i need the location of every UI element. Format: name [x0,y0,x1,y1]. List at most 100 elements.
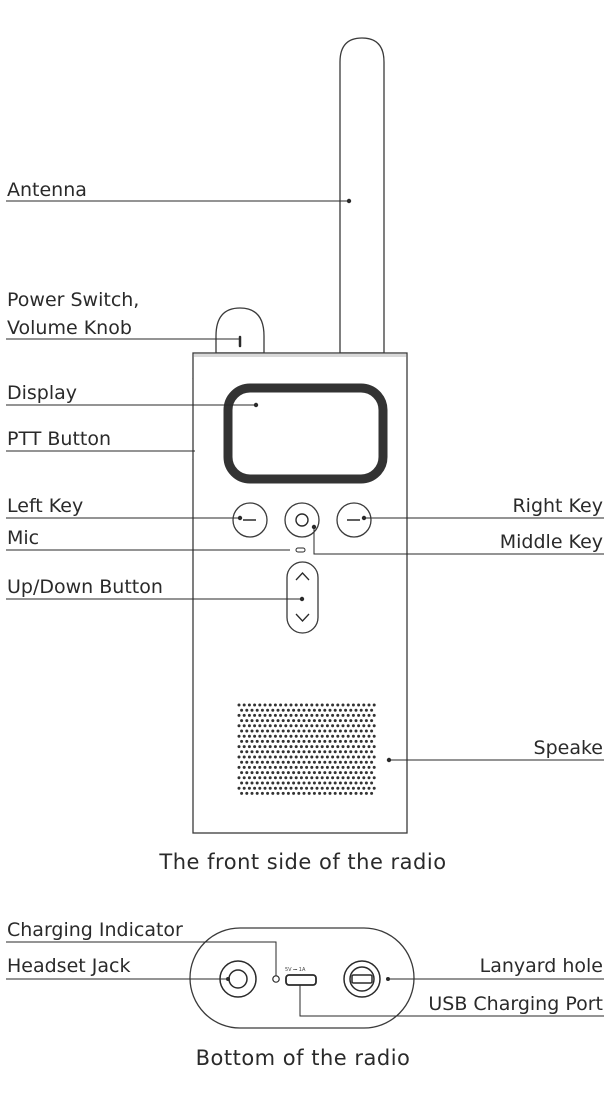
speaker-hole [292,760,296,764]
speaker-hole [328,708,332,712]
speaker-hole [328,750,332,754]
speaker-hole [284,745,288,749]
speaker-hole [338,739,342,743]
speaker-hole [367,755,371,759]
speaker-hole [245,708,249,712]
speaker-hole [346,776,350,780]
speaker-hole [263,776,267,780]
speaker-hole [268,703,272,707]
speaker-hole [250,719,254,723]
speaker-hole [299,755,303,759]
speaker-hole [286,729,290,733]
speaker-hole [307,719,311,723]
speaker-hole [362,703,366,707]
speaker-hole [318,719,322,723]
speaker-hole [325,734,329,738]
speaker-hole [328,791,332,795]
speaker-hole [281,739,285,743]
speaker-hole [276,771,280,775]
middle-key-leader [313,527,604,555]
speaker-hole [281,781,285,785]
speaker-hole [258,745,262,749]
speaker-hole [273,724,277,728]
speaker-hole [325,765,329,769]
speaker-hole [297,771,301,775]
speaker-hole [331,786,335,790]
speaker-hole [258,713,262,717]
speaker-hole [307,771,311,775]
speaker-hole [276,760,280,764]
speaker-hole [307,708,311,712]
speaker-hole [268,755,272,759]
speaker-hole [341,776,345,780]
speaker-hole [331,755,335,759]
speaker-hole [362,755,366,759]
speaker-hole [367,734,371,738]
speaker-hole [284,703,288,707]
speaker-hole [302,750,306,754]
speaker-hole [276,781,280,785]
speaker-hole [237,703,241,707]
speaker-hole [240,719,244,723]
speaker-hole [245,760,249,764]
speaker-hole [372,724,376,728]
speaker-hole [364,781,368,785]
speaker-hole [310,765,314,769]
speaker-hole [307,729,311,733]
speaker-hole [279,713,283,717]
speaker-hole [341,765,345,769]
speaker-hole [273,755,277,759]
label-power-switch-line2: Volume Knob [7,317,132,339]
speaker-hole [328,729,332,733]
speaker-hole [260,781,264,785]
speaker-hole [279,703,283,707]
bottom-leader-lines [6,941,604,1017]
speaker-hole [255,760,259,764]
speaker-hole [237,765,241,769]
speaker-hole [359,771,363,775]
speaker-hole [331,765,335,769]
speaker-hole [268,776,272,780]
speaker-hole [357,734,361,738]
speaker-hole [336,713,340,717]
speaker-hole [328,739,332,743]
speaker-hole [284,724,288,728]
speaker-hole [245,781,249,785]
speaker-hole [271,781,275,785]
speaker-hole [242,765,246,769]
speaker-hole [323,708,327,712]
speaker-hole [367,724,371,728]
label-antenna: Antenna [7,179,87,201]
speaker-hole [354,781,358,785]
middle-key-dot [311,524,317,530]
speaker-hole [242,776,246,780]
speaker-hole [372,765,376,769]
charging-indicator [272,975,280,983]
speaker-hole [346,734,350,738]
speaker-hole [344,719,348,723]
speaker-hole [312,708,316,712]
speaker-hole [359,781,363,785]
speaker-hole [305,724,309,728]
label-right-key: Right Key [512,495,603,517]
speaker-hole [346,724,350,728]
speaker-hole [323,750,327,754]
display-dot [253,402,259,408]
speaker-hole [284,776,288,780]
mic-hole [295,547,306,553]
speaker-hole [307,760,311,764]
speaker-hole [297,791,301,795]
speaker-hole [344,781,348,785]
speaker-hole [336,734,340,738]
speaker-hole [325,724,329,728]
speaker-hole [351,786,355,790]
speaker-hole [266,708,270,712]
speaker-hole [279,786,283,790]
speaker-hole [263,755,267,759]
speaker-hole [242,786,246,790]
speaker-hole [268,724,272,728]
speaker-hole [333,708,337,712]
speaker-hole [253,724,257,728]
speaker-hole [333,771,337,775]
caption-front: The front side of the radio [158,850,446,874]
